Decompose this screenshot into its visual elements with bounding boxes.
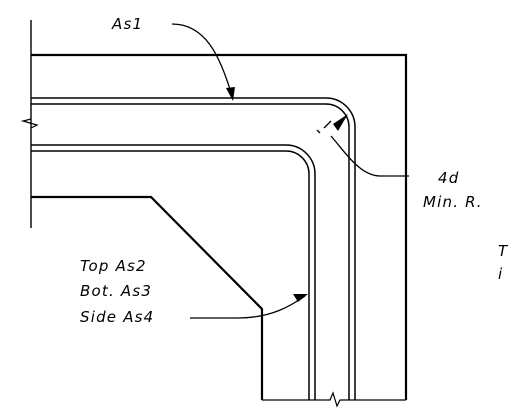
radius-tick-2 (316, 129, 321, 134)
leader-min-radius (330, 135, 409, 177)
label-cutoff-line1: T (498, 242, 508, 260)
leader-side-bars (190, 295, 306, 319)
label-radius-note: Min. R. (423, 193, 483, 211)
label-cutoff-line2: i (498, 265, 503, 283)
rebar-as2-inner (31, 150, 310, 400)
rebar-as2-outer (31, 144, 316, 400)
break-symbol-left (20, 118, 39, 129)
arrowhead-side-bars (293, 294, 308, 302)
label-side-bar: Side As4 (80, 308, 154, 326)
rebar-as1-inner (31, 103, 350, 400)
break-symbol-bottom (262, 391, 406, 408)
concrete-outer-face (31, 53, 408, 400)
leader-as1 (171, 23, 233, 97)
arrowhead-as1 (226, 87, 235, 101)
radius-tick-1 (323, 120, 332, 129)
label-top-bar: Top As2 (80, 257, 147, 275)
rebar-as1-outer (31, 97, 356, 400)
label-bottom-bar: Bot. As3 (80, 282, 152, 300)
concrete-inner-face (31, 195, 264, 400)
arrowhead-min-radius (333, 114, 348, 131)
label-as1: As1 (111, 15, 143, 33)
label-radius-value: 4d (438, 169, 459, 187)
